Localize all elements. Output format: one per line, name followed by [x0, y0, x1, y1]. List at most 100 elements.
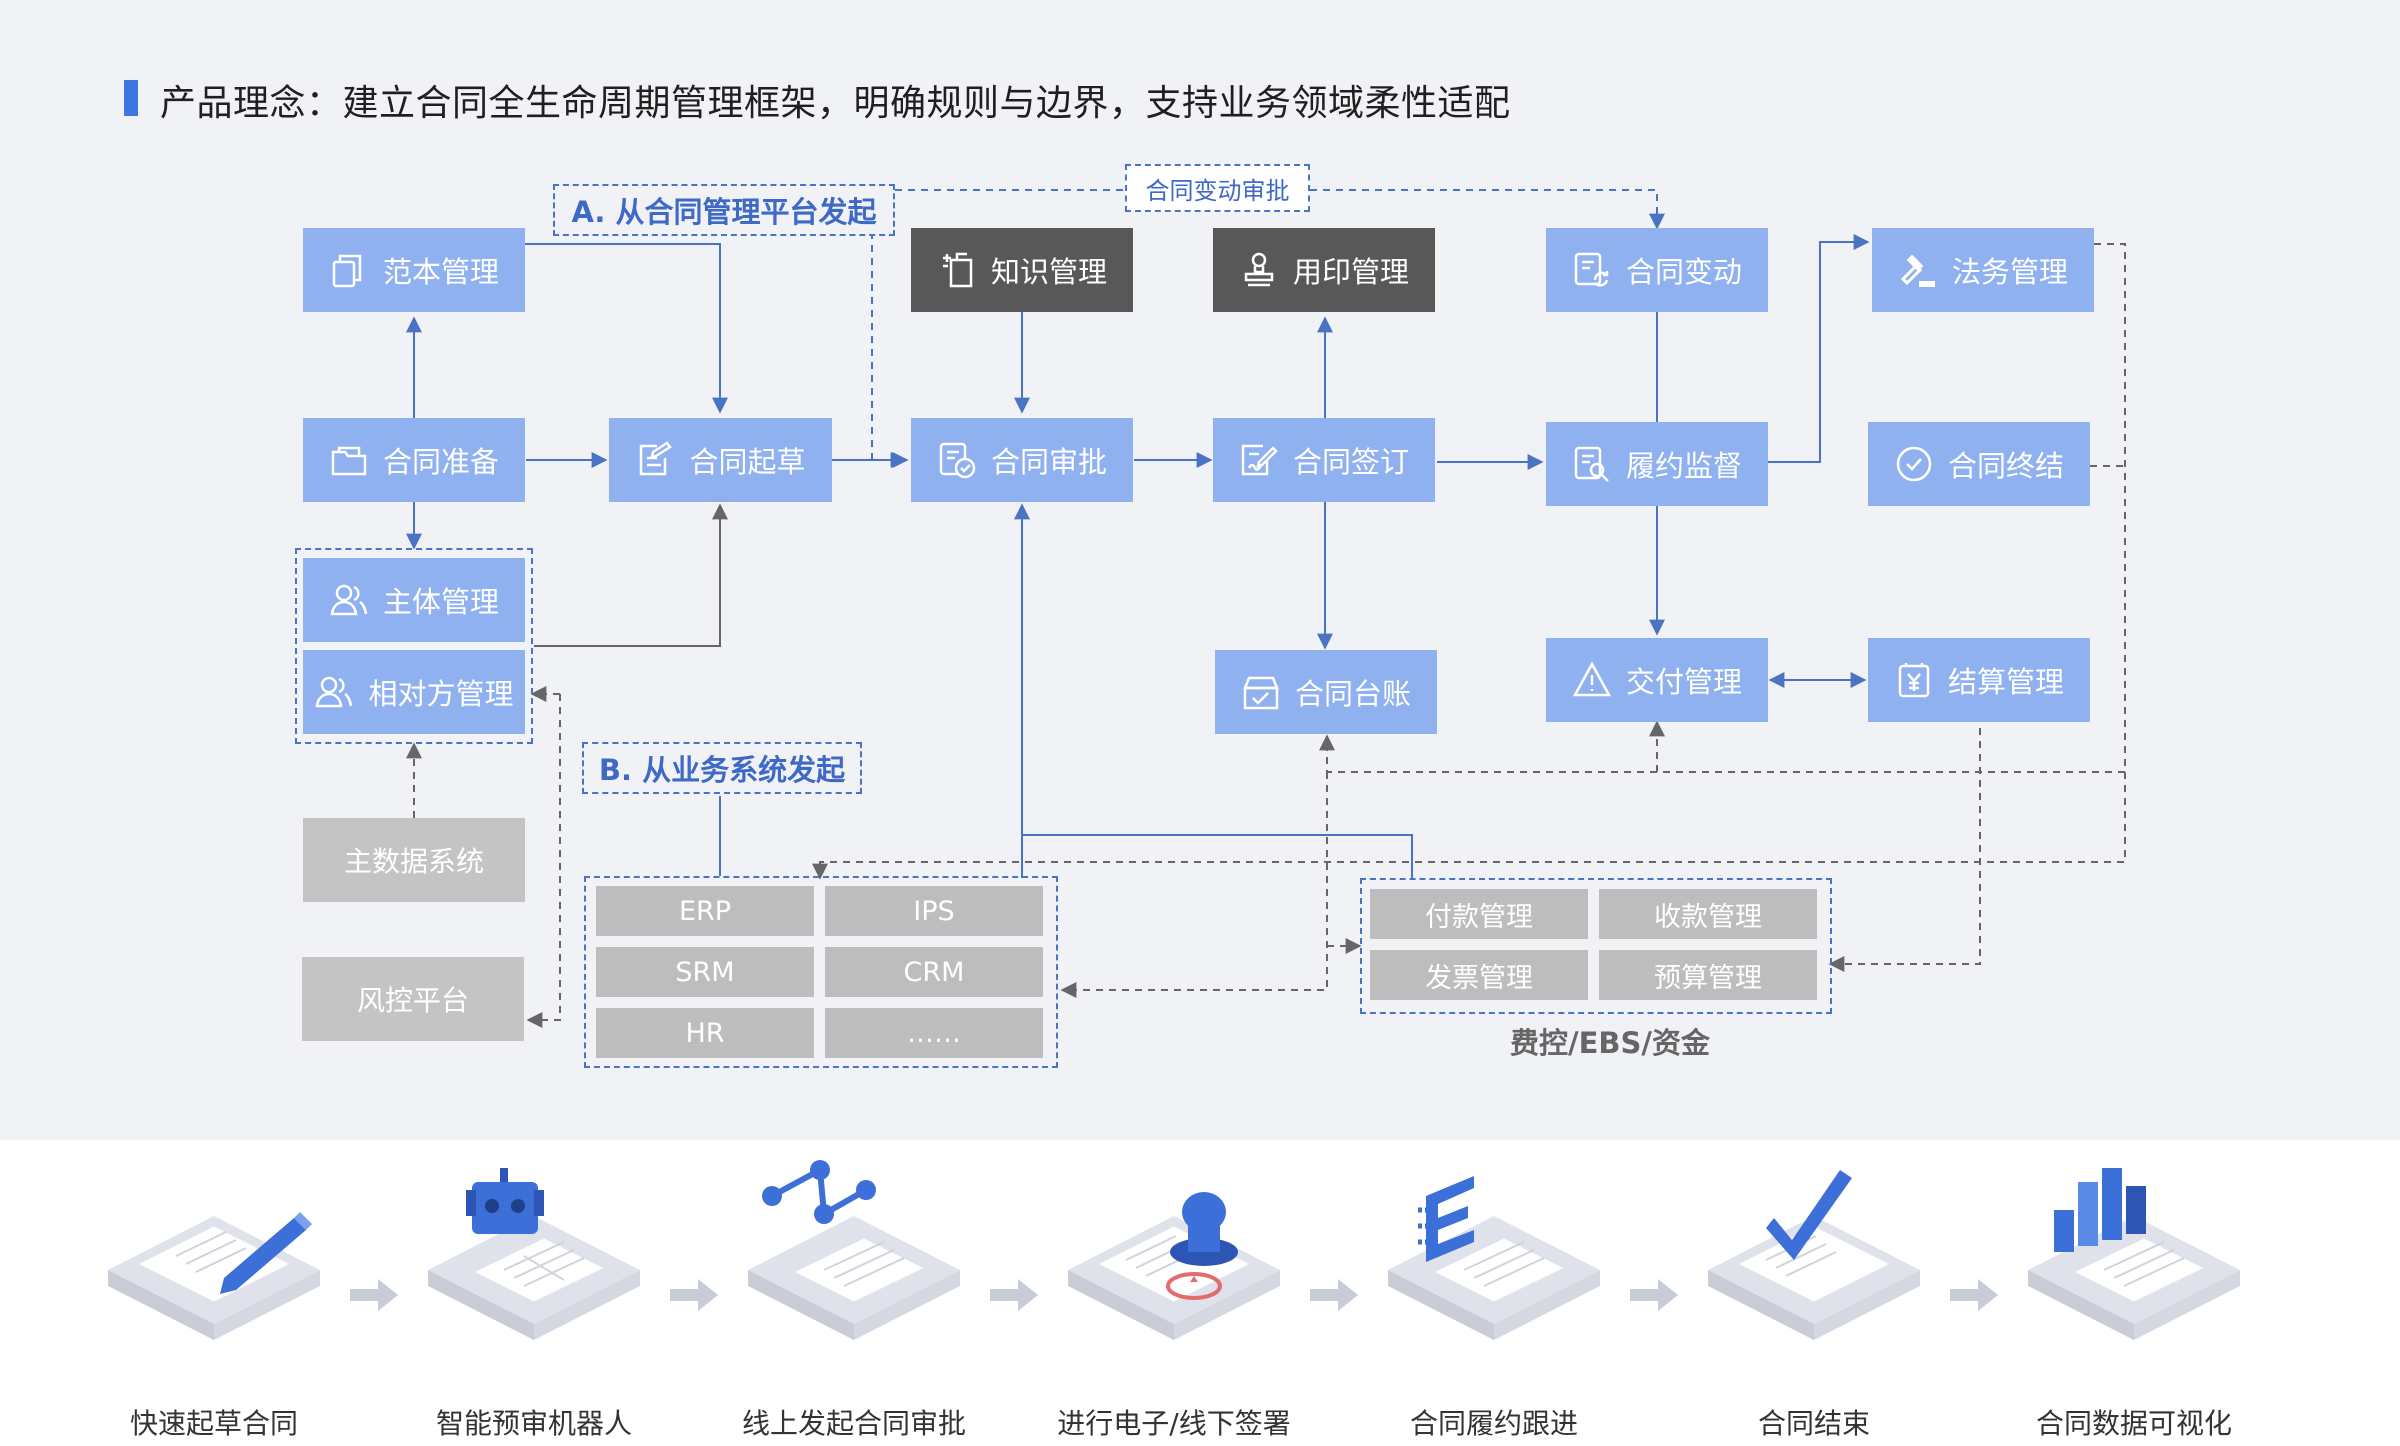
flow-document-icon	[748, 1160, 960, 1340]
heading-accent-bar	[124, 80, 138, 116]
node-label: 主数据系统	[343, 845, 484, 878]
node-label: 主体管理	[382, 585, 499, 619]
finance-systems-box	[1360, 878, 1832, 1014]
node-label: 合同签订	[1292, 445, 1409, 479]
step-label: 快速起草合同	[129, 1407, 298, 1440]
check-document-icon	[1708, 1170, 1920, 1340]
node-label: 相对方管理	[368, 677, 514, 711]
node-label: 合同终结	[1947, 449, 2064, 483]
node-delivery-mgmt[interactable]: 交付管理	[1546, 638, 1768, 722]
system-cell[interactable]: SRM	[596, 947, 814, 997]
edit-document-icon	[635, 440, 675, 480]
node-label: 履约监督	[1625, 449, 1742, 483]
bar-chart-document-icon	[2028, 1168, 2240, 1340]
node-legal-mgmt[interactable]: 法务管理	[1872, 228, 2094, 312]
node-template-mgmt[interactable]: 范本管理	[303, 228, 525, 312]
refresh-document-icon	[1572, 250, 1612, 290]
node-label: 知识管理	[990, 255, 1107, 289]
folder-icon	[329, 440, 369, 480]
node-label: 范本管理	[382, 255, 499, 289]
step-arrow-icon	[1630, 1277, 1678, 1313]
system-cell[interactable]: ERP	[596, 886, 814, 936]
system-cell[interactable]: HR	[596, 1008, 814, 1058]
stamp-document-icon	[1068, 1192, 1280, 1340]
step-data-visualization[interactable]	[2014, 1160, 2254, 1360]
step-arrow-icon	[1950, 1277, 1998, 1313]
finance-cell[interactable]: 付款管理	[1370, 889, 1588, 939]
system-cell[interactable]: ……	[825, 1008, 1043, 1058]
system-cell[interactable]: IPS	[825, 886, 1043, 936]
step-contract-end[interactable]	[1694, 1160, 1934, 1360]
step-label: 线上发起合同审批	[741, 1407, 966, 1440]
warning-icon	[1572, 660, 1612, 700]
stamp-icon	[1239, 250, 1279, 290]
node-performance-monitor[interactable]: 履约监督	[1546, 422, 1768, 506]
node-contract-sign[interactable]: 合同签订	[1213, 418, 1435, 502]
node-contract-prep[interactable]: 合同准备	[303, 418, 525, 502]
node-contract-termination[interactable]: 合同终结	[1868, 422, 2090, 506]
node-label: 合同起草	[689, 445, 806, 479]
node-label: 用印管理	[1292, 255, 1409, 289]
node-label: 法务管理	[1951, 255, 2068, 289]
search-document-icon	[1572, 444, 1612, 484]
check-circle-icon	[1894, 444, 1934, 484]
node-label: 合同台账	[1294, 677, 1411, 711]
step-performance-followup[interactable]	[1374, 1160, 1614, 1360]
copy-icon	[329, 250, 369, 290]
node-contract-ledger[interactable]: 合同台账	[1215, 650, 1437, 734]
finance-caption: 费控/EBS/资金	[1510, 1026, 1710, 1060]
gavel-icon	[1898, 250, 1938, 290]
step-quick-draft[interactable]	[94, 1160, 334, 1360]
node-label: 合同审批	[990, 445, 1107, 479]
step-label: 合同履约跟进	[1409, 1407, 1578, 1440]
step-arrow-icon	[990, 1277, 1038, 1313]
step-arrow-icon	[1310, 1277, 1358, 1313]
node-label: 风控平台	[356, 984, 469, 1017]
node-entity-mgmt[interactable]: 主体管理	[303, 558, 525, 642]
step-label: 合同结束	[1757, 1407, 1870, 1440]
node-seal-mgmt[interactable]: 用印管理	[1213, 228, 1435, 312]
node-label: 合同准备	[382, 445, 499, 479]
node-settlement-mgmt[interactable]: 结算管理	[1868, 638, 2090, 722]
node-master-data[interactable]: 主数据系统	[303, 818, 525, 902]
business-systems-box	[584, 876, 1058, 1068]
step-label: 进行电子/线下签署	[1057, 1407, 1291, 1440]
entity-group-box	[295, 548, 533, 744]
page-title: 产品理念：建立合同全生命周期管理框架，明确规则与边界，支持业务领域柔性适配	[160, 83, 1511, 124]
node-knowledge-mgmt[interactable]: 知识管理	[911, 228, 1133, 312]
step-ai-review-robot[interactable]	[414, 1160, 654, 1360]
from-business-tag: B. 从业务系统发起	[582, 742, 862, 794]
sign-document-icon	[1239, 440, 1279, 480]
node-label: 结算管理	[1947, 665, 2064, 699]
step-online-review[interactable]	[734, 1160, 974, 1360]
users-icon	[329, 580, 369, 620]
step-label: 合同数据可视化	[2035, 1407, 2232, 1440]
yuan-document-icon	[1894, 660, 1934, 700]
node-contract-change[interactable]: 合同变动	[1546, 228, 1768, 312]
approve-document-icon	[937, 440, 977, 480]
book-icon	[937, 250, 977, 290]
step-arrow-icon	[670, 1277, 718, 1313]
node-risk-platform[interactable]: 风控平台	[302, 957, 524, 1041]
node-counterparty-mgmt[interactable]: 相对方管理	[303, 650, 525, 734]
finance-cell[interactable]: 发票管理	[1370, 950, 1588, 1000]
ledger-box-icon	[1241, 672, 1281, 712]
pen-document-icon	[108, 1212, 320, 1340]
node-label: 合同变动	[1625, 255, 1742, 289]
system-cell[interactable]: CRM	[825, 947, 1043, 997]
users-icon	[314, 672, 354, 712]
bracket-document-icon	[1388, 1176, 1600, 1340]
finance-cell[interactable]: 预算管理	[1599, 950, 1817, 1000]
from-platform-tag: A. 从合同管理平台发起	[553, 184, 895, 236]
step-label: 智能预审机器人	[435, 1407, 632, 1440]
finance-cell[interactable]: 收款管理	[1599, 889, 1817, 939]
node-contract-draft[interactable]: 合同起草	[609, 418, 832, 502]
change-review-tag: 合同变动审批	[1125, 164, 1310, 212]
robot-document-icon	[428, 1168, 640, 1340]
step-e-sign[interactable]	[1054, 1160, 1294, 1360]
step-arrow-icon	[350, 1277, 398, 1313]
node-label: 交付管理	[1625, 665, 1742, 699]
node-contract-review[interactable]: 合同审批	[911, 418, 1133, 502]
